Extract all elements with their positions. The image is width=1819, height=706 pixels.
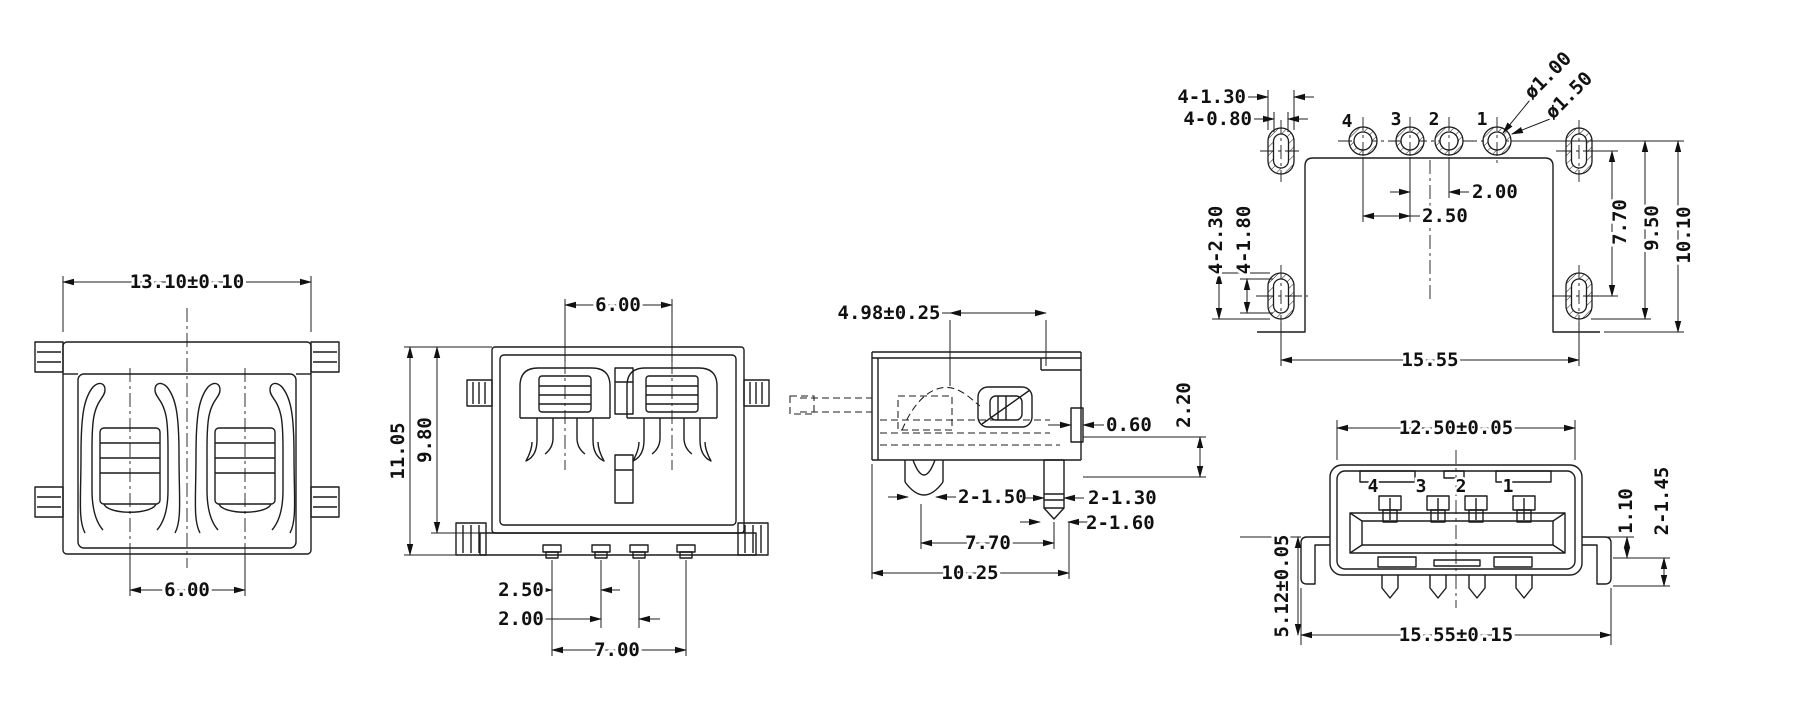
dim-side-rear-leg-b: 2-1.60 — [1086, 512, 1155, 534]
face-pins: 4 3 2 1 — [1365, 474, 1536, 523]
front-base-flange — [479, 532, 757, 556]
pcb-dimensions: 4-1.30 4-0.80 ø1.00 ø1.50 2.00 2.50 4-2.… — [1174, 45, 1698, 374]
dim-face-brackets: 2-1.45 — [1651, 467, 1673, 536]
dim-pcb-depth-c: 10.10 — [1673, 206, 1695, 263]
dim-pcb-slots-h-inner: 4-1.80 — [1233, 206, 1255, 275]
front-solder-pins — [542, 544, 696, 559]
dim-side-depth: 4.98±0.25 — [838, 302, 941, 324]
front-fork-contact-right — [626, 359, 718, 471]
rear-dimensions: 13.10±0.10 6.00 — [62, 268, 312, 604]
dim-front-pitch-a: 2.50 — [498, 579, 544, 601]
dim-front-height-total: 11.05 — [387, 422, 409, 479]
face-dimensions: 12.50±0.05 1.10 2-1.45 5.12±0.05 15.55±0… — [1240, 414, 1676, 649]
face-pin-label-1: 1 — [1503, 476, 1514, 497]
front-dimensions: 6.00 11.05 9.80 2.50 2.00 7.00 — [384, 291, 687, 664]
front-ear-left — [455, 522, 487, 556]
dim-pcb-slots-h: 4-2.30 — [1205, 206, 1227, 275]
rear-contact-clip-right — [194, 367, 296, 557]
side-front-leg — [904, 481, 944, 496]
dim-pcb-depth-b: 9.50 — [1641, 205, 1663, 251]
face-pin-4 — [1378, 495, 1402, 523]
face-bracket-left — [1300, 536, 1330, 585]
pcb-hole-label-3: 3 — [1391, 109, 1402, 130]
face-tongue — [1349, 512, 1566, 554]
side-dimensions: 4.98±0.25 0.60 2.20 2-1.50 2-1.30 2-1.60… — [835, 299, 1206, 587]
side-latch-spring — [977, 386, 1033, 428]
front-shell-outline — [491, 346, 745, 534]
dim-pcb-span: 15.55 — [1401, 349, 1458, 371]
side-view: 4.98±0.25 0.60 2.20 2-1.50 2-1.30 2-1.60… — [789, 299, 1206, 587]
dim-face-height: 5.12±0.05 — [1271, 535, 1293, 638]
pcb-hole-label-1: 1 — [1477, 109, 1488, 130]
rear-tab-top-left — [34, 341, 64, 373]
dim-face-pin-drop: 1.10 — [1615, 488, 1637, 534]
rear-tab-bottom-right — [310, 486, 340, 518]
rear-tab-bottom-left — [34, 486, 64, 518]
dim-front-span: 7.00 — [594, 639, 640, 661]
dim-side-overall-depth: 10.25 — [941, 562, 998, 584]
dim-side-shell-gap: 0.60 — [1106, 414, 1152, 436]
dim-front-contact-spacing: 6.00 — [595, 294, 641, 316]
front-side-pin-left — [466, 379, 493, 407]
dim-front-pitch-b: 2.00 — [498, 608, 544, 630]
face-view: 4 3 2 1 12.50±0.05 1.10 2-1.45 — [1240, 414, 1676, 649]
dim-face-opening-width: 12.50±0.05 — [1399, 417, 1513, 439]
pcb-layout-view: 4 3 2 1 4-1.30 4-0.80 ø1.00 ø1.50 2.00 — [1174, 45, 1698, 374]
pcb-outline — [1256, 140, 1606, 333]
pcb-hole-label-4: 4 — [1342, 111, 1353, 132]
dim-side-front-legs: 2-1.50 — [958, 486, 1027, 508]
dim-side-leg-spacing: 7.70 — [965, 532, 1011, 554]
front-body — [455, 346, 770, 556]
face-pin-2 — [1464, 495, 1488, 523]
face-pin-label-4: 4 — [1368, 476, 1379, 497]
front-contacts — [519, 359, 718, 471]
front-fork-contact-left — [519, 359, 611, 471]
rear-contact-clip-left — [79, 367, 181, 557]
front-side-pin-right — [743, 379, 770, 407]
dim-pcb-rows: 7.70 — [1609, 199, 1631, 245]
rear-contact-clips — [79, 367, 296, 557]
dim-pcb-pitch-b: 2.00 — [1472, 181, 1518, 203]
face-leg-3 — [1429, 574, 1447, 599]
side-legs — [904, 459, 1065, 520]
dim-rear-overall-width: 13.10±0.10 — [130, 271, 244, 293]
face-leg-2 — [1468, 574, 1486, 599]
rear-body — [34, 308, 340, 568]
face-pin-3 — [1426, 495, 1450, 523]
front-ear-right — [737, 522, 769, 556]
pcb-slot-top-left — [1259, 119, 1303, 183]
pcb-pin-holes: 4 3 2 1 — [1339, 107, 1512, 166]
face-leg-4 — [1381, 574, 1399, 599]
rear-view: 13.10±0.10 6.00 — [34, 268, 340, 604]
side-rear-leg — [1043, 459, 1065, 509]
side-latch-detail — [977, 386, 1033, 428]
pcb-hole-label-2: 2 — [1429, 109, 1440, 130]
face-pin-label-2: 2 — [1456, 476, 1467, 497]
face-leg-1 — [1515, 574, 1533, 599]
face-pin-label-3: 3 — [1416, 476, 1427, 497]
dim-face-mount-span: 15.55±0.15 — [1399, 624, 1513, 646]
pcb-slot-bottom-left — [1259, 264, 1303, 328]
face-pin-1 — [1512, 495, 1536, 523]
dim-rear-contact-spacing: 6.00 — [164, 579, 210, 601]
face-body — [1329, 450, 1583, 608]
dim-side-rear-leg-a: 2-1.30 — [1088, 487, 1157, 509]
face-bracket-right — [1582, 536, 1612, 585]
side-hidden-detail — [789, 386, 1060, 446]
dim-pcb-pitch-a: 2.50 — [1422, 205, 1468, 227]
dim-side-tab-height: 2.20 — [1173, 382, 1195, 428]
face-tongue-outline — [1349, 512, 1566, 554]
rear-tab-top-right — [310, 341, 340, 373]
dim-front-height-body: 9.80 — [414, 417, 436, 463]
dim-pcb-slots-w: 4-1.30 — [1177, 86, 1246, 108]
front-view: 6.00 11.05 9.80 2.50 2.00 7.00 — [384, 291, 770, 664]
dim-pcb-slots-w-inner: 4-0.80 — [1183, 108, 1252, 130]
